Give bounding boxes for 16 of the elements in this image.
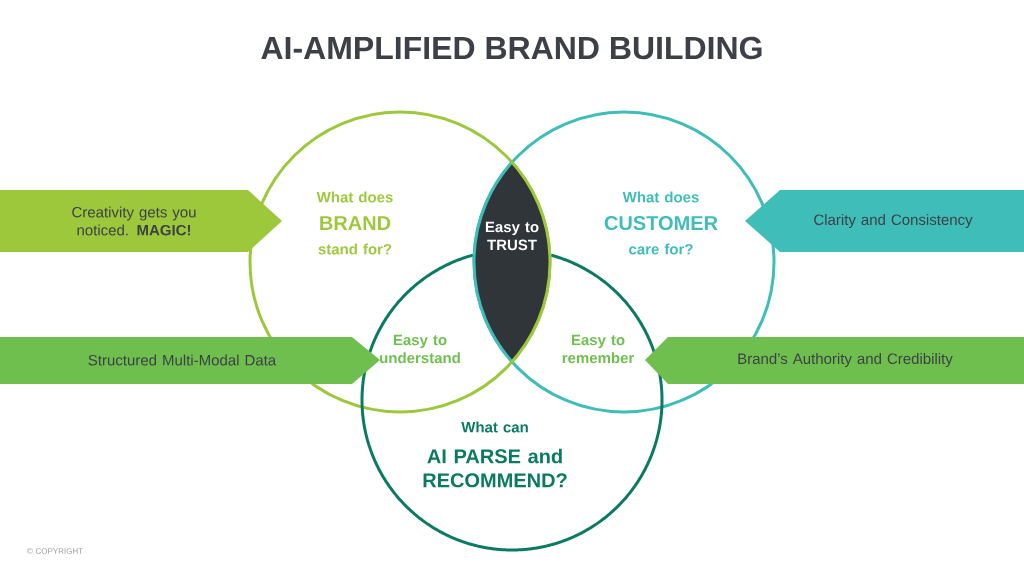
question-text: CUSTOMER [604, 215, 718, 231]
question-text: care for? [629, 243, 693, 255]
region-label: © COPYRIGHT [27, 548, 83, 554]
arrow-banner: Brand’s Authority and Credibility [645, 337, 1024, 384]
question-text: What does [622, 191, 699, 203]
arrow-banner: Structured Multi-Modal Data [0, 337, 380, 384]
arrow-banner: Clarity and Consistency [745, 190, 1024, 252]
title: AI-AMPLIFIED BRAND BUILDING [261, 36, 762, 60]
question-text: stand for? [318, 243, 392, 255]
region-label: Easy to remember [562, 334, 635, 364]
arrow-banner: Creativity gets you noticed. MAGIC! [0, 190, 282, 252]
question-text: AI PARSE and RECOMMEND? [423, 448, 567, 488]
question-text: BRAND [320, 216, 391, 230]
question-text: What can [461, 421, 528, 433]
region-label: Easy to understand [380, 334, 460, 364]
question-text: What does [316, 191, 393, 203]
